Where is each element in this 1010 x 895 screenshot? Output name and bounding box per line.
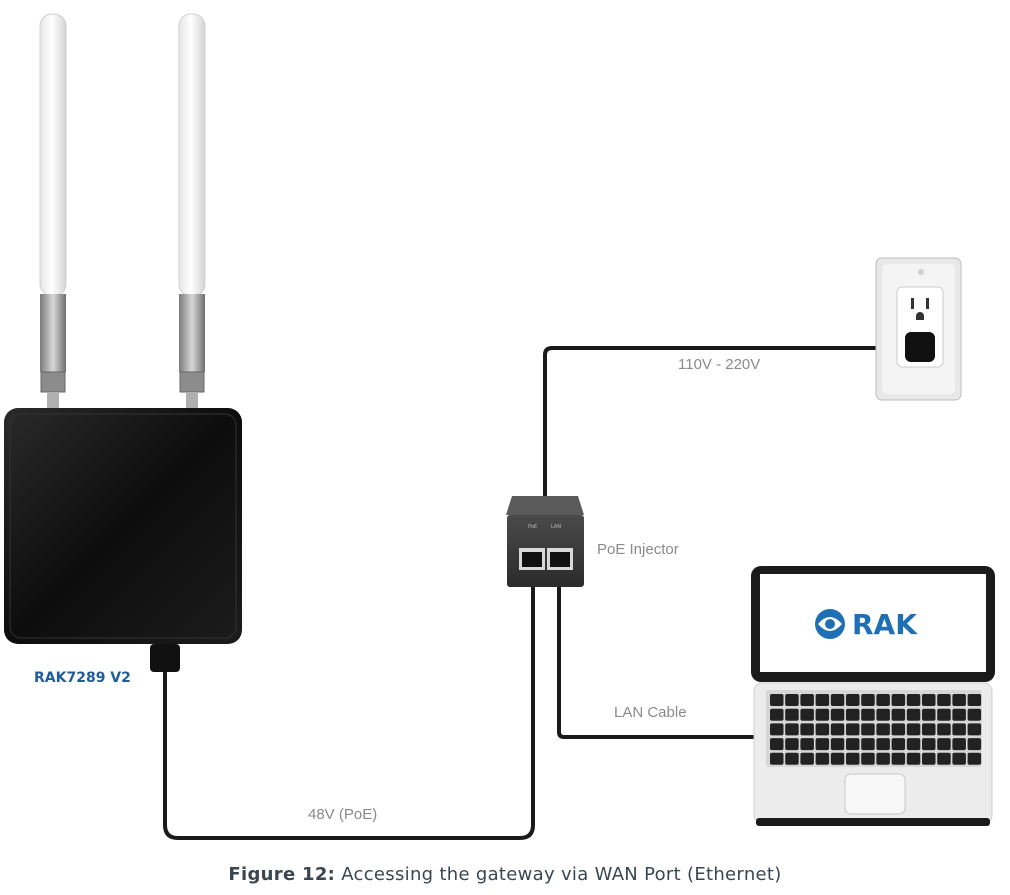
keyboard-key <box>906 752 921 765</box>
keyboard-key <box>922 694 936 706</box>
keyboard-key <box>846 738 860 751</box>
figure-caption: Figure 12: Accessing the gateway via WAN… <box>0 864 1010 885</box>
keyboard-key <box>922 708 936 721</box>
keyboard-key <box>891 738 906 751</box>
keyboard-key <box>861 723 875 736</box>
keyboard-key <box>770 752 784 765</box>
keyboard-key <box>906 708 921 721</box>
keyboard-key <box>922 723 936 736</box>
keyboard-key <box>815 752 830 765</box>
keyboard-key <box>770 738 784 751</box>
keyboard-key <box>800 694 814 706</box>
keyboard-key <box>800 723 814 736</box>
keyboard-key <box>906 723 921 736</box>
keyboard-key <box>906 694 921 706</box>
keyboard-key <box>815 708 830 721</box>
poe-cable-label: 48V (PoE) <box>308 806 378 823</box>
lan-cable-label: LAN Cable <box>614 704 687 721</box>
keyboard-key <box>800 752 814 765</box>
keyboard-key <box>815 694 830 706</box>
lan-cable <box>557 570 756 739</box>
poe-injector-label: PoE Injector <box>597 541 679 558</box>
keyboard-key <box>830 694 845 706</box>
keyboard-key <box>846 694 860 706</box>
keyboard-key <box>967 738 982 751</box>
keyboard-key <box>785 752 799 765</box>
keyboard-key <box>846 723 860 736</box>
antenna-left <box>39 13 67 410</box>
keyboard-key <box>891 694 906 706</box>
poe-cable <box>163 570 535 840</box>
keyboard-key <box>830 738 845 751</box>
keyboard-key <box>952 738 966 751</box>
keyboard-key <box>952 752 966 765</box>
rak-logo-icon <box>815 609 845 639</box>
keyboard-key <box>815 723 830 736</box>
keyboard-key <box>846 752 860 765</box>
keyboard-key <box>830 752 845 765</box>
laptop-keyboard <box>770 694 982 765</box>
power-cable <box>543 346 916 497</box>
gateway-device <box>4 408 242 672</box>
gateway-model-label: RAK7289 V2 <box>34 670 131 686</box>
keyboard-key <box>770 694 784 706</box>
keyboard-key <box>815 738 830 751</box>
keyboard-key <box>800 738 814 751</box>
keyboard-key <box>952 694 966 706</box>
keyboard-key <box>800 708 814 721</box>
keyboard-key <box>861 738 875 751</box>
keyboard-key <box>785 738 799 751</box>
keyboard-key <box>952 723 966 736</box>
keyboard-key <box>937 708 951 721</box>
keyboard-key <box>861 708 875 721</box>
antenna-right <box>178 13 206 410</box>
keyboard-key <box>891 752 906 765</box>
keyboard-key <box>846 708 860 721</box>
keyboard-key <box>785 723 799 736</box>
keyboard-key <box>967 752 982 765</box>
keyboard-key <box>937 752 951 765</box>
poe-injector <box>506 496 584 587</box>
keyboard-key <box>876 738 890 751</box>
wall-outlet <box>875 257 962 401</box>
keyboard-key <box>876 694 890 706</box>
figure-caption-text: Accessing the gateway via WAN Port (Ethe… <box>341 864 782 885</box>
keyboard-key <box>861 694 875 706</box>
keyboard-key <box>937 694 951 706</box>
keyboard-key <box>876 708 890 721</box>
keyboard-key <box>952 708 966 721</box>
keyboard-key <box>922 752 936 765</box>
keyboard-key <box>891 708 906 721</box>
laptop: RAK <box>751 566 995 826</box>
keyboard-key <box>785 708 799 721</box>
injector-port-poe-label: PoE <box>528 524 538 530</box>
injector-port-lan-label: LAN <box>551 524 562 530</box>
power-cable-label: 110V - 220V <box>678 356 761 373</box>
figure-number: Figure 12: <box>228 864 336 885</box>
keyboard-key <box>922 738 936 751</box>
keyboard-key <box>770 708 784 721</box>
keyboard-key <box>906 738 921 751</box>
keyboard-key <box>967 708 982 721</box>
keyboard-key <box>876 752 890 765</box>
keyboard-key <box>830 708 845 721</box>
keyboard-key <box>830 723 845 736</box>
keyboard-key <box>876 723 890 736</box>
keyboard-key <box>785 694 799 706</box>
keyboard-key <box>967 723 982 736</box>
keyboard-key <box>967 694 982 706</box>
keyboard-key <box>770 723 784 736</box>
keyboard-key <box>937 738 951 751</box>
keyboard-key <box>891 723 906 736</box>
keyboard-key <box>861 752 875 765</box>
keyboard-key <box>937 723 951 736</box>
laptop-logo-text: RAK <box>852 608 918 641</box>
